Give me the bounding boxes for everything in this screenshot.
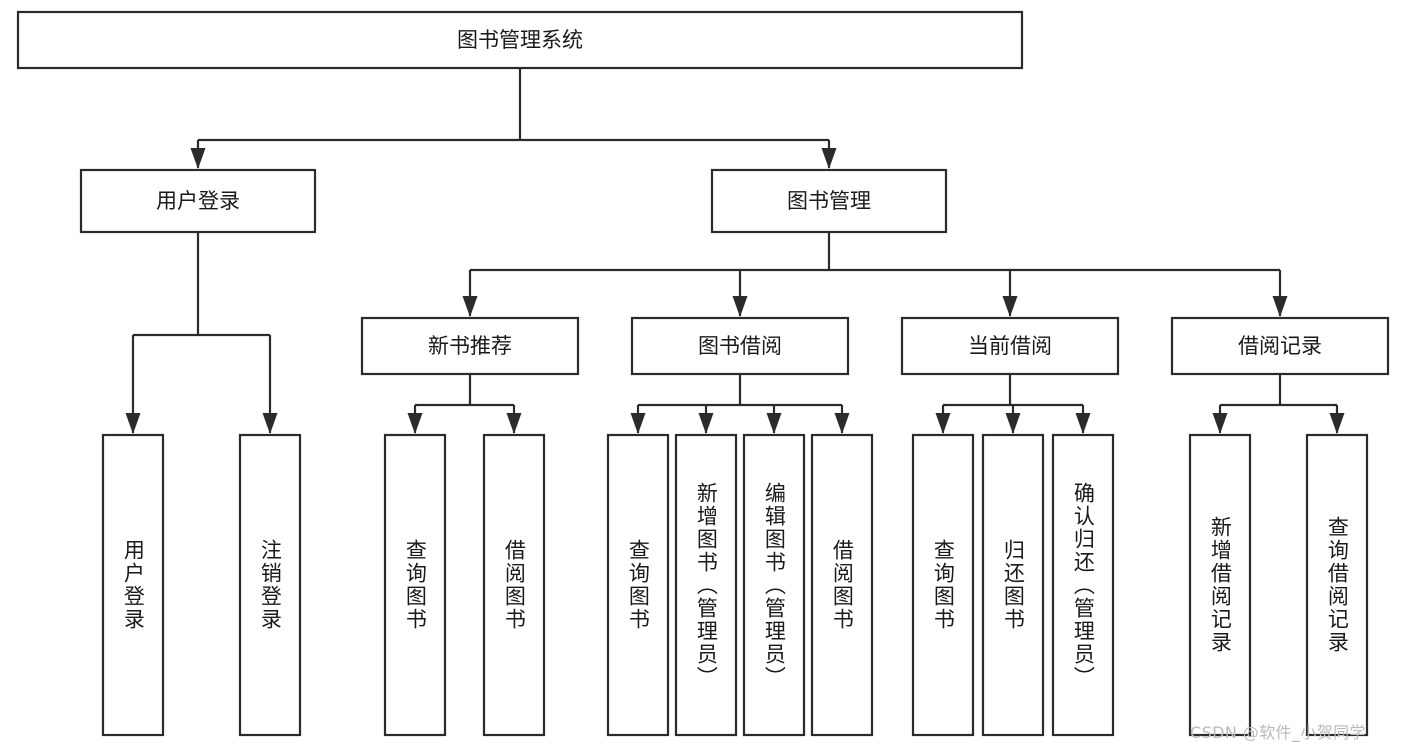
arrow-head-icon [1329,413,1345,434]
arrow-head-icon [732,296,748,317]
arrow-head-icon [125,413,141,434]
box-layer [16,10,1390,737]
leaf-node-leaf-confirm-return-admin[interactable] [1051,433,1115,737]
level3-node-new-book-rec[interactable] [360,316,580,376]
arrow-head-icon [506,413,522,434]
node-label-user-login: 用户登录 [156,189,240,213]
leaf-node-leaf-return-book[interactable] [981,433,1045,737]
level3-node-borrow-record[interactable] [1170,316,1390,376]
arrow-head-icon [821,148,837,169]
arrow-head-icon [1272,296,1288,317]
level2-node-book-manage[interactable] [710,168,948,234]
node-label-current-borrow: 当前借阅 [968,334,1052,358]
node-label-new-book-rec: 新书推荐 [428,334,512,358]
node-label-book-borrow: 图书借阅 [698,334,782,358]
arrow-head-icon [1005,413,1021,434]
arrow-head-icon [407,413,423,434]
arrow-head-icon [935,413,951,434]
level2-node-user-login[interactable] [79,168,317,234]
arrow-head-icon [698,413,714,434]
arrow-head-icon [1075,413,1091,434]
leaf-node-leaf-add-borrow-record[interactable] [1188,433,1252,737]
arrow-head-icon [190,148,206,169]
leaf-node-leaf-borrow-book-rec[interactable] [482,433,546,737]
level3-node-current-borrow[interactable] [900,316,1120,376]
csdn-watermark: CSDN @软件_小贺同学 [1190,723,1366,742]
arrow-head-icon [262,413,278,434]
node-label-book-manage: 图书管理 [787,189,871,213]
node-label-root: 图书管理系统 [457,28,583,52]
arrow-head-icon [834,413,850,434]
connector-layer [125,68,1345,434]
leaf-node-leaf-query-book-rec[interactable] [383,433,447,737]
arrow-head-icon [1002,296,1018,317]
leaf-node-leaf-user-login[interactable] [101,433,165,737]
leaf-node-leaf-query-borrow-record[interactable] [1305,433,1369,737]
level3-node-book-borrow[interactable] [630,316,850,376]
leaf-node-leaf-logout[interactable] [238,433,302,737]
leaf-node-leaf-query-book-borrow[interactable] [606,433,670,737]
arrow-head-icon [630,413,646,434]
arrow-head-icon [1212,413,1228,434]
leaf-node-leaf-query-book-current[interactable] [911,433,975,737]
node-label-borrow-record: 借阅记录 [1238,334,1322,358]
root-node-root[interactable] [16,10,1024,70]
leaf-node-leaf-edit-book-admin[interactable] [742,433,806,737]
leaf-node-leaf-borrow-book[interactable] [810,433,874,737]
arrow-head-icon [766,413,782,434]
leaf-node-leaf-add-book-admin[interactable] [674,433,738,737]
arrow-head-icon [462,296,478,317]
